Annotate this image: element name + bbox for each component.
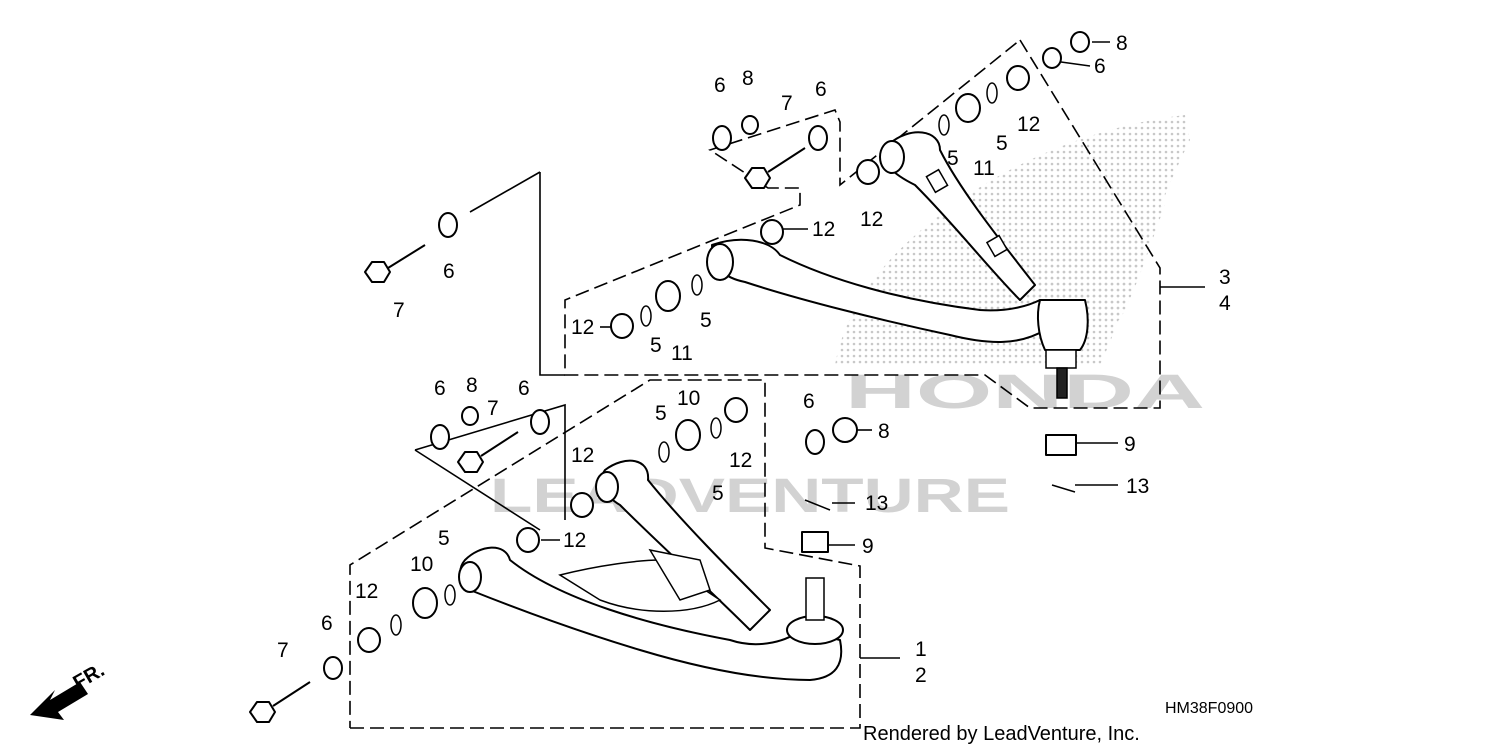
leadventure-watermark-text: LEADVENTURE <box>490 470 1010 523</box>
callout: 9 <box>862 535 874 558</box>
callout: 6 <box>1094 55 1106 78</box>
bushings-and-bearings <box>357 65 1030 653</box>
callout: 5 <box>650 334 662 357</box>
callout: 11 <box>973 157 995 180</box>
callout: 12 <box>563 529 586 552</box>
callout: 8 <box>742 67 754 90</box>
callout: 8 <box>878 420 890 443</box>
callout: 3 <box>1219 266 1231 289</box>
bolt-upper-left <box>364 244 426 283</box>
callout: 4 <box>1219 292 1231 315</box>
callout: 1 <box>915 638 927 661</box>
callout: 9 <box>1124 433 1136 456</box>
credit-line: Rendered by LeadVenture, Inc. <box>863 723 1140 745</box>
honda-watermark-text: HONDA <box>845 366 1205 419</box>
bolt-upper-mid <box>744 147 806 189</box>
callout: 11 <box>671 342 693 365</box>
callout: 7 <box>781 92 793 115</box>
upper-a-arm <box>706 131 1089 399</box>
callout: 6 <box>815 78 827 101</box>
callout: 6 <box>518 377 530 400</box>
callout: 8 <box>466 374 478 397</box>
callout: 12 <box>729 449 752 472</box>
diagram-code: HM38F0900 <box>1165 700 1253 717</box>
callout: 12 <box>355 580 378 603</box>
callout: 7 <box>277 639 289 662</box>
callout-leaders <box>541 41 1205 659</box>
callout: 13 <box>1126 475 1149 498</box>
callout: 2 <box>915 664 927 687</box>
callout: 10 <box>410 553 433 576</box>
o-rings <box>390 82 998 636</box>
callout: 12 <box>1017 113 1040 136</box>
callout: 7 <box>393 299 405 322</box>
callout: 13 <box>865 492 888 515</box>
callout: 6 <box>714 74 726 97</box>
callout: 7 <box>487 397 499 420</box>
callout: 5 <box>947 147 959 170</box>
castle-nuts-and-cotter-pins <box>801 434 1077 553</box>
callout: 5 <box>996 132 1008 155</box>
bolt-lower-left <box>249 681 311 723</box>
bolt-lower-mid <box>457 431 519 473</box>
callout: 12 <box>571 444 594 467</box>
callout: 6 <box>443 260 455 283</box>
upper-arm-group-frame <box>564 39 1161 409</box>
lower-a-arm <box>458 459 844 681</box>
callout: 10 <box>677 387 700 410</box>
callout: 5 <box>438 527 450 550</box>
callout: 6 <box>803 390 815 413</box>
callout-numbers: 1 2 3 4 5 5 5 5 5 5 5 6 6 6 6 6 6 6 6 7 … <box>277 32 1231 687</box>
callout: 5 <box>700 309 712 332</box>
lower-arm-group-frame <box>349 379 861 729</box>
callout: 12 <box>860 208 883 231</box>
front-direction-indicator: FR. <box>30 659 108 720</box>
callout: 5 <box>712 482 724 505</box>
callout: 6 <box>434 377 446 400</box>
arrow-icon <box>30 682 88 720</box>
collars-and-nuts <box>323 31 1090 680</box>
callout: 6 <box>321 612 333 635</box>
callout: 12 <box>571 316 594 339</box>
callout: 12 <box>812 218 835 241</box>
callout: 5 <box>655 402 667 425</box>
callout: 8 <box>1116 32 1128 55</box>
